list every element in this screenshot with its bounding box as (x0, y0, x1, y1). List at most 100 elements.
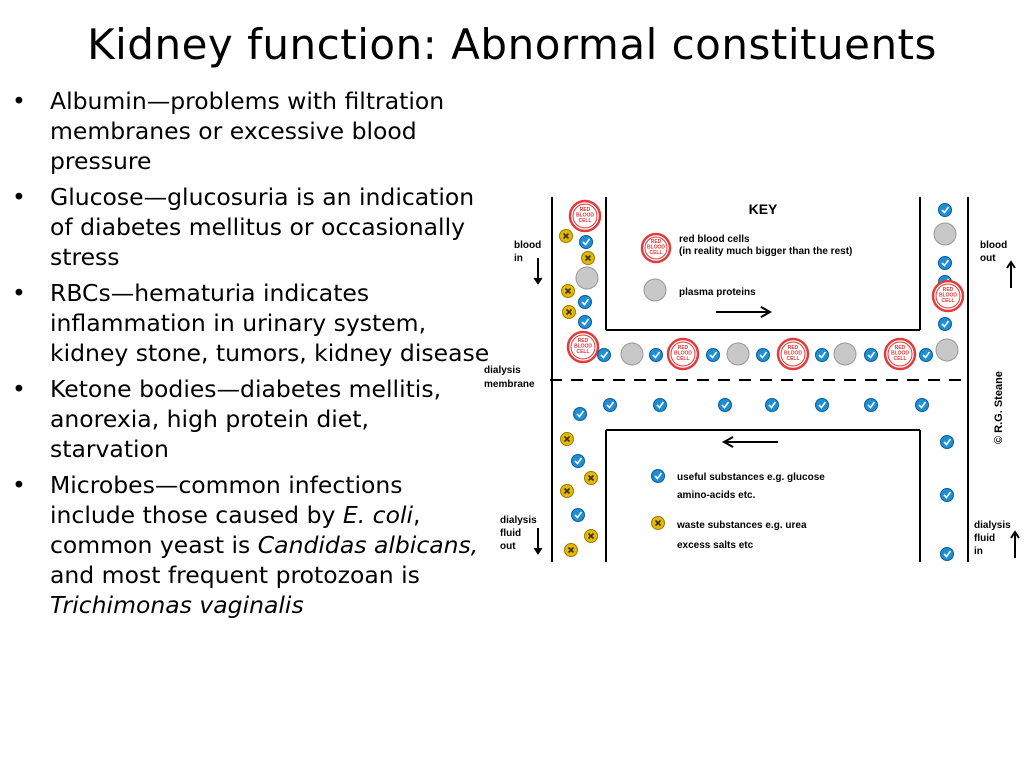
legend-rbc-text: red blood cells (679, 234, 750, 245)
cross-icon (563, 487, 571, 495)
check-icon (943, 550, 952, 558)
cross-icon (562, 232, 570, 240)
useful-substance (578, 295, 592, 309)
useful-substance (571, 454, 585, 468)
plasma-protein (620, 342, 644, 366)
red-blood-cell-label: CELL (893, 356, 906, 362)
check-icon (941, 259, 950, 267)
red-blood-cell-label: RED (943, 287, 954, 293)
copyright-label: © R.G. Steane (993, 371, 1005, 444)
cross-icon (587, 474, 595, 482)
check-icon (656, 401, 665, 409)
useful-substance (597, 348, 611, 362)
arrow-head (533, 547, 543, 555)
cross-icon (584, 254, 592, 262)
red-blood-cell-label: CELL (576, 349, 589, 355)
check-icon (709, 351, 718, 359)
dialysis-fluid-out-label: out (500, 541, 516, 552)
red-blood-cell (883, 337, 917, 371)
useful-substance (940, 547, 954, 561)
red-blood-cell-ring (887, 341, 913, 367)
legend-plasma-text: plasma proteins (679, 287, 756, 298)
check-icon (759, 351, 768, 359)
bullet-item: •Albumin—problems with filtration membra… (12, 87, 445, 175)
check-icon (941, 206, 950, 214)
red-blood-cell-label: CELL (676, 356, 689, 362)
useful-substance (815, 348, 829, 362)
red-blood-cell-ring (570, 334, 596, 360)
arrow-head (1010, 530, 1020, 539)
useful-substance (571, 508, 585, 522)
dialysis-membrane-label: dialysis (484, 365, 521, 376)
useful-substance (649, 348, 663, 362)
plasma-protein (575, 266, 599, 290)
legend-waste-text: excess salts etc (677, 540, 754, 551)
red-blood-cell (776, 337, 810, 371)
useful-substance (765, 398, 779, 412)
check-icon (818, 401, 827, 409)
useful-substance (938, 256, 952, 270)
slide-title: Kidney function: Abnormal constituents (87, 20, 937, 69)
red-blood-cell-label: BLOOD (674, 351, 692, 357)
legend-waste-text: waste substances e.g. urea (676, 520, 807, 531)
red-blood-cell-label: RED (678, 345, 689, 351)
useful-substance (815, 398, 829, 412)
red-blood-cell-label: BLOOD (891, 351, 909, 357)
cross-icon (654, 519, 662, 527)
check-icon (721, 401, 730, 409)
check-icon (582, 238, 591, 246)
check-icon (576, 410, 585, 418)
red-blood-cell (566, 330, 600, 364)
red-blood-cell-label: BLOOD (576, 213, 594, 219)
useful-substance (864, 348, 878, 362)
red-blood-cell-label: RED (580, 207, 591, 213)
bullet-text: Ketone bodies—diabetes mellitis, anorexi… (50, 375, 442, 463)
dialysis-membrane-label: membrane (484, 379, 535, 390)
check-icon (581, 318, 590, 326)
red-blood-cell (931, 279, 965, 313)
useful-substance (864, 398, 878, 412)
useful-substance (938, 317, 952, 331)
check-icon (652, 351, 661, 359)
red-blood-cell (568, 199, 602, 233)
dialysis-diagram: bloodinbloodoutdialysismembranedialysisf… (484, 197, 1020, 562)
red-blood-cell-ring (935, 283, 961, 309)
dialysis-fluid-in-label: dialysis (974, 520, 1011, 531)
useful-substance (718, 398, 732, 412)
useful-substance (756, 348, 770, 362)
cross-icon (567, 546, 575, 554)
red-blood-cell-ring (780, 341, 806, 367)
red-blood-cell-label: CELL (786, 356, 799, 362)
bullet-item: •Microbes—common infections include thos… (12, 471, 479, 619)
red-blood-cell-label: BLOOD (574, 344, 592, 350)
red-blood-cell-label: RED (895, 345, 906, 351)
check-icon (943, 491, 952, 499)
check-icon (654, 472, 663, 480)
useful-substance (578, 315, 592, 329)
legend-useful-text: useful substances e.g. glucose (677, 472, 825, 483)
red-blood-cell-label: RED (651, 239, 662, 245)
cross-icon (587, 532, 595, 540)
dialysis-fluid-in-label: in (974, 546, 983, 557)
arrow-head (533, 277, 543, 285)
check-icon (574, 511, 583, 519)
useful-substance (940, 488, 954, 502)
bullet-text: Microbes—common infections include those… (50, 471, 479, 619)
check-icon (941, 320, 950, 328)
blood-out-label: blood (980, 240, 1007, 251)
useful-substance (651, 469, 665, 483)
check-icon (600, 351, 609, 359)
check-icon (768, 401, 777, 409)
cross-icon (565, 308, 573, 316)
bullet-list: •Albumin—problems with filtration membra… (10, 86, 490, 626)
useful-substance (706, 348, 720, 362)
check-icon (943, 438, 952, 446)
dialysis-fluid-in-label: fluid (974, 533, 995, 544)
bullet-text: Albumin—problems with filtration membran… (50, 87, 445, 175)
red-blood-cell-label: CELL (941, 298, 954, 304)
red-blood-cell-label: RED (578, 338, 589, 344)
red-blood-cell-ring (644, 236, 668, 260)
bullet-item: •Ketone bodies—diabetes mellitis, anorex… (12, 375, 442, 463)
red-blood-cell-label: CELL (649, 250, 662, 256)
red-blood-cell-label: BLOOD (784, 351, 802, 357)
